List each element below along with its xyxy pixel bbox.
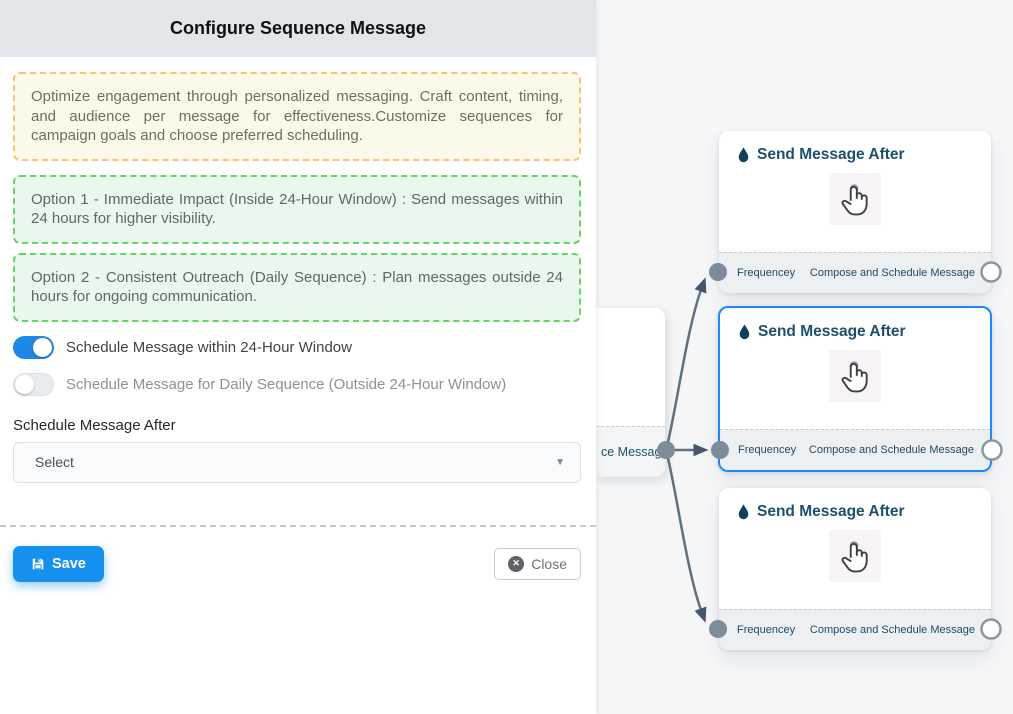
node-body: Send Message After <box>719 488 991 609</box>
compose-schedule-handle-label[interactable]: Compose and Schedule Message <box>809 624 975 636</box>
send-message-after-node-1[interactable]: Send Message After Frequencey Compose an… <box>719 131 991 293</box>
tap-hand-icon[interactable] <box>829 530 881 582</box>
configure-sequence-panel: Configure Sequence Message Optimize enga… <box>0 0 596 582</box>
save-button-label: Save <box>52 555 86 572</box>
send-message-after-node-3[interactable]: Send Message After Frequencey Compose an… <box>719 488 991 650</box>
compose-schedule-handle-label[interactable]: Compose and Schedule Message <box>808 444 974 456</box>
frequency-handle-label[interactable]: Frequencey <box>737 267 796 279</box>
tap-hand-icon[interactable] <box>829 350 881 402</box>
parent-sequence-node[interactable]: ce Message <box>596 308 665 477</box>
close-button-label: Close <box>531 555 567 572</box>
droplet-icon <box>738 324 751 340</box>
option-2-note: Option 2 - Consistent Outreach (Daily Se… <box>13 252 581 322</box>
toggle-within-24h[interactable] <box>13 335 54 359</box>
close-icon: ✕ <box>508 555 525 572</box>
toggle-within-24h-label: Schedule Message within 24-Hour Window <box>66 338 352 356</box>
flow-canvas[interactable]: ce Message Send Message After Frequencey… <box>596 0 1013 714</box>
schedule-after-select[interactable]: Select ▼ <box>13 441 581 483</box>
node-title-label: Send Message After <box>757 503 905 520</box>
node-title-label: Send Message After <box>757 146 905 163</box>
parent-node-footer-label: ce Message <box>596 426 665 477</box>
toggle-daily-sequence-label: Schedule Message for Daily Sequence (Out… <box>66 375 507 393</box>
droplet-icon <box>737 147 750 163</box>
toggle-daily-sequence[interactable] <box>13 372 54 396</box>
node-title-label: Send Message After <box>758 323 906 340</box>
select-placeholder: Select <box>35 454 74 470</box>
close-button[interactable]: ✕ Close <box>494 547 581 580</box>
intro-note: Optimize engagement through personalized… <box>13 72 581 161</box>
option-1-note: Option 1 - Immediate Impact (Inside 24-H… <box>13 174 581 244</box>
node-body: Send Message After <box>719 131 991 252</box>
tap-hand-icon[interactable] <box>829 173 881 225</box>
node-body: Send Message After <box>720 308 990 429</box>
droplet-icon <box>737 504 750 520</box>
save-icon <box>31 557 45 571</box>
edge-to-node-3 <box>664 448 707 623</box>
panel-title: Configure Sequence Message <box>169 18 427 38</box>
frequency-handle-label[interactable]: Frequencey <box>738 444 797 456</box>
compose-schedule-handle-label[interactable]: Compose and Schedule Message <box>809 267 975 279</box>
save-button[interactable]: Save <box>13 545 104 582</box>
divider <box>0 524 596 527</box>
frequency-handle-label[interactable]: Frequencey <box>737 624 796 636</box>
schedule-after-label: Schedule Message After <box>13 416 176 434</box>
chevron-down-icon: ▼ <box>555 456 565 468</box>
toggle-knob <box>33 337 52 357</box>
edge-to-node-1 <box>664 277 707 452</box>
toggle-knob <box>15 374 34 394</box>
send-message-after-node-2-selected[interactable]: Send Message After Frequencey Compose an… <box>718 306 992 472</box>
panel-header: Configure Sequence Message <box>0 0 596 57</box>
